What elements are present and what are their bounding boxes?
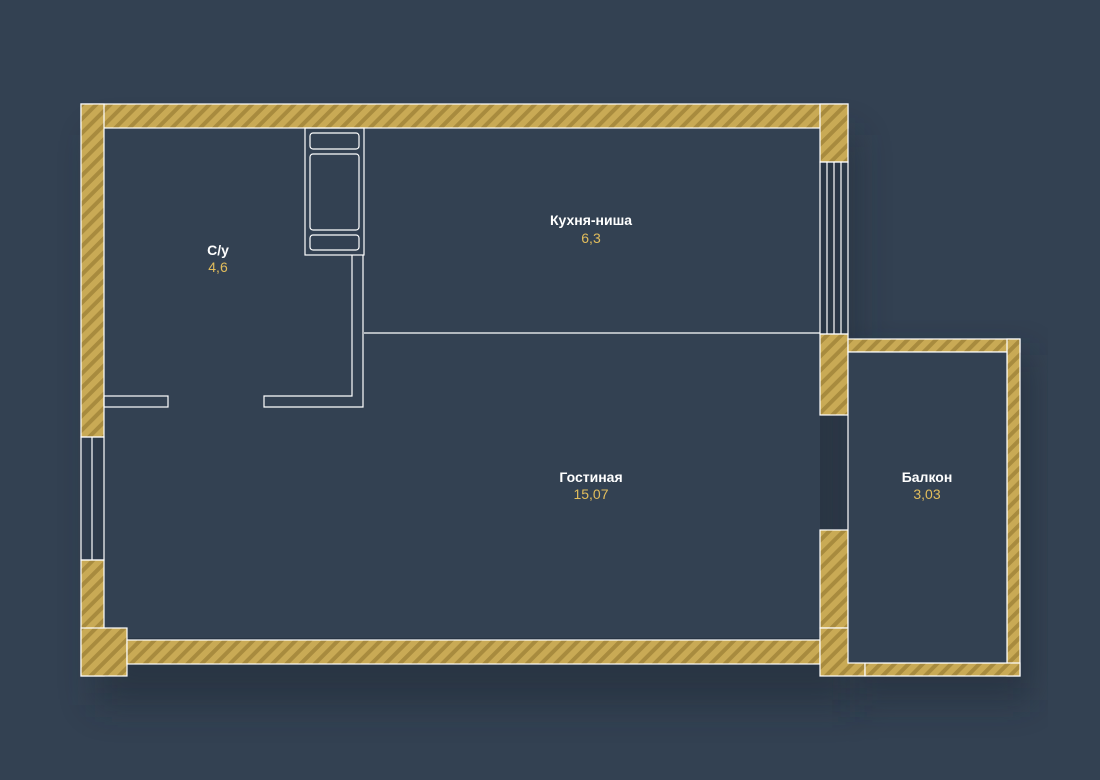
balcony-floor	[848, 352, 1007, 663]
wall-bottom	[126, 639, 821, 665]
walls	[80, 103, 1021, 677]
wall-corner-bottom-left	[80, 627, 128, 677]
room-area: 4,6	[208, 259, 228, 275]
partitions	[103, 255, 820, 408]
wall-right-mid	[819, 333, 849, 416]
room-area: 6,3	[581, 230, 601, 246]
room-area: 3,03	[913, 486, 940, 502]
window-left	[80, 436, 105, 561]
bathroom-wall-right	[263, 255, 364, 408]
room-kitchen: Кухня-ниша 6,3	[550, 212, 632, 246]
wall-top	[80, 103, 849, 129]
wall-right-top	[819, 103, 849, 163]
room-living: Гостиная 15,07	[559, 469, 622, 502]
bathroom-wall-stub	[103, 395, 169, 408]
room-name: Балкон	[902, 469, 953, 485]
stove-icon	[304, 127, 365, 256]
balcony-wall-bottom	[864, 662, 1021, 677]
balcony-wall-top	[847, 338, 1021, 353]
room-name: Гостиная	[559, 469, 622, 485]
room-name: Кухня-ниша	[550, 212, 632, 228]
wall-right-lower	[819, 529, 849, 629]
balcony-wall-right	[1006, 338, 1021, 677]
wall-left-upper	[80, 103, 105, 438]
room-area: 15,07	[573, 486, 608, 502]
window-right	[819, 161, 849, 335]
room-floor-main	[104, 128, 820, 638]
room-name: С/у	[207, 242, 229, 258]
room-balcony: Балкон 3,03	[902, 469, 953, 502]
balcony-inner-outline	[847, 351, 1008, 664]
room-bathroom: С/у 4,6	[207, 242, 229, 275]
